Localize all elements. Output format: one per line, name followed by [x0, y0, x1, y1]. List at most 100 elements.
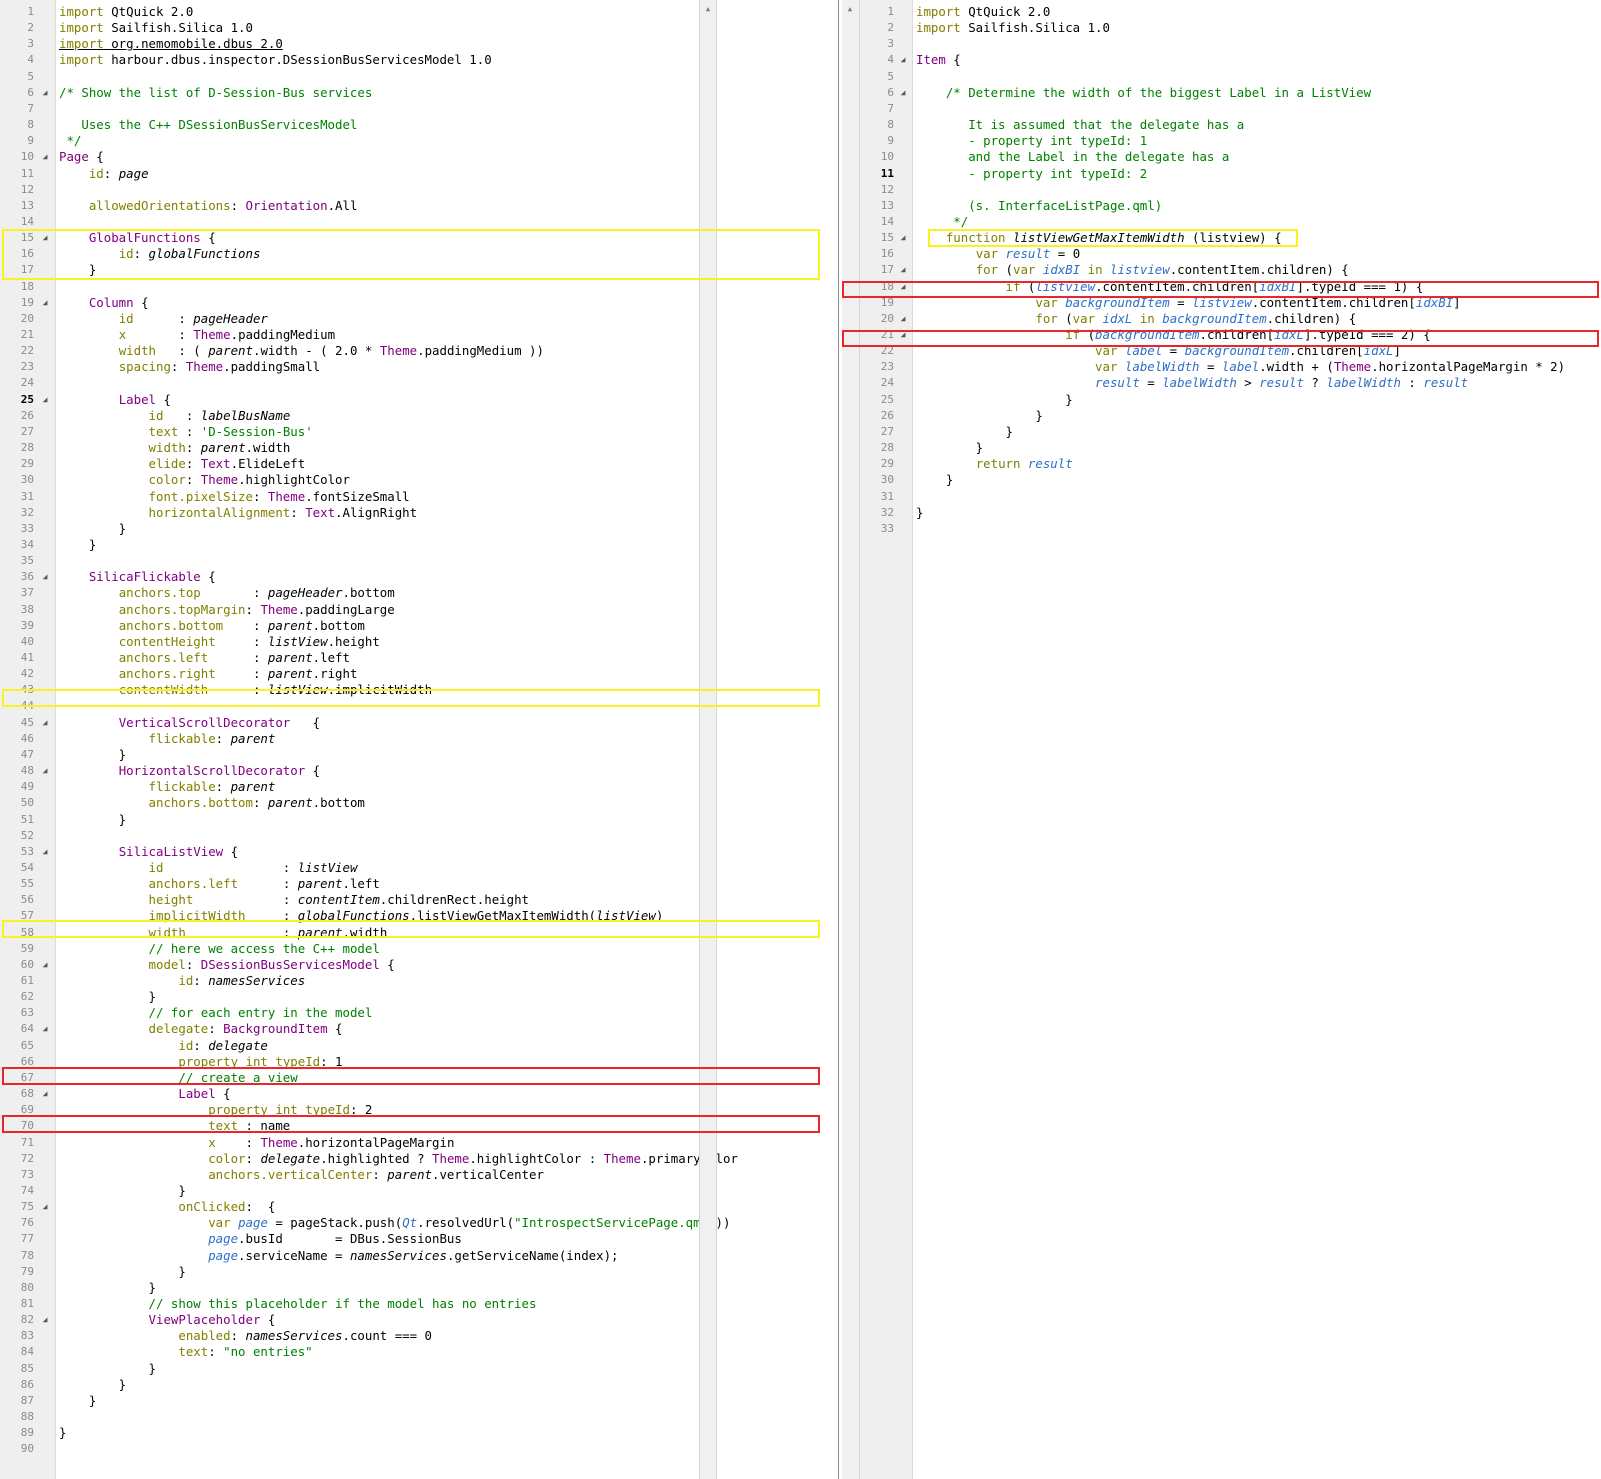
code-line[interactable]: 63 // for each entry in the model — [0, 1005, 838, 1021]
code-line[interactable]: 21◢ if (backgroundItem.children[idxL].ty… — [860, 327, 1601, 343]
code-line[interactable]: 16 var result = 0 — [860, 246, 1601, 262]
code-line[interactable]: 21 x : Theme.paddingMedium — [0, 327, 838, 343]
code-line[interactable]: 58 width : parent.width — [0, 925, 838, 941]
code-line[interactable]: 73 anchors.verticalCenter: parent.vertic… — [0, 1167, 838, 1183]
code-line[interactable]: 62 } — [0, 989, 838, 1005]
fold-toggle-icon[interactable]: ◢ — [900, 233, 906, 243]
code-line[interactable]: 53◢ SilicaListView { — [0, 844, 838, 860]
code-line[interactable]: 49 flickable: parent — [0, 779, 838, 795]
fold-toggle-icon[interactable]: ◢ — [42, 766, 48, 776]
code-line[interactable]: 9 - property int typeId: 1 — [860, 133, 1601, 149]
code-line[interactable]: 84 text: "no entries" — [0, 1344, 838, 1360]
code-line[interactable]: 18 — [0, 279, 838, 295]
code-line[interactable]: 60◢ model: DSessionBusServicesModel { — [0, 957, 838, 973]
fold-toggle-icon[interactable]: ◢ — [42, 846, 48, 856]
code-line[interactable]: 79 } — [0, 1264, 838, 1280]
code-line[interactable]: 57 implicitWidth : globalFunctions.listV… — [0, 908, 838, 924]
fold-toggle-icon[interactable]: ◢ — [42, 394, 48, 404]
code-line[interactable]: 19 var backgroundItem = listview.content… — [860, 295, 1601, 311]
code-line[interactable]: 36◢ SilicaFlickable { — [0, 569, 838, 585]
code-line[interactable]: 64◢ delegate: BackgroundItem { — [0, 1021, 838, 1037]
code-line[interactable]: 5 — [860, 69, 1601, 85]
code-line[interactable]: 32} — [860, 505, 1601, 521]
code-line[interactable]: 35 — [0, 553, 838, 569]
code-line[interactable]: 65 id: delegate — [0, 1038, 838, 1054]
editor-splitter[interactable] — [838, 0, 842, 1479]
code-line[interactable]: 14 */ — [860, 214, 1601, 230]
code-line[interactable]: 24 — [0, 375, 838, 391]
code-line[interactable]: 30 color: Theme.highlightColor — [0, 472, 838, 488]
code-line[interactable]: 69 property int typeId: 2 — [0, 1102, 838, 1118]
code-line[interactable]: 61 id: namesServices — [0, 973, 838, 989]
code-line[interactable]: 17◢ for (var idxBI in listview.contentIt… — [860, 262, 1601, 278]
code-line[interactable]: 75◢ onClicked: { — [0, 1199, 838, 1215]
code-line[interactable]: 81 // show this placeholder if the model… — [0, 1296, 838, 1312]
fold-toggle-icon[interactable]: ◢ — [42, 959, 48, 969]
fold-toggle-icon[interactable]: ◢ — [42, 1089, 48, 1099]
code-line[interactable]: 67 // create a view — [0, 1070, 838, 1086]
code-line[interactable]: 31 — [860, 489, 1601, 505]
code-line[interactable]: 13 (s. InterfaceListPage.qml) — [860, 198, 1601, 214]
right-vertical-scrollbar[interactable]: ▲ — [842, 0, 860, 1479]
code-line[interactable]: 86 } — [0, 1377, 838, 1393]
code-line[interactable]: 76 var page = pageStack.push(Qt.resolved… — [0, 1215, 838, 1231]
code-line[interactable]: 16 id: globalFunctions — [0, 246, 838, 262]
code-line[interactable]: 30 } — [860, 472, 1601, 488]
code-line[interactable]: 51 } — [0, 812, 838, 828]
code-line[interactable]: 52 — [0, 828, 838, 844]
scroll-up-arrow-icon[interactable]: ▲ — [705, 5, 711, 13]
fold-toggle-icon[interactable]: ◢ — [900, 281, 906, 291]
code-line[interactable]: 32 horizontalAlignment: Text.AlignRight — [0, 505, 838, 521]
fold-toggle-icon[interactable]: ◢ — [42, 717, 48, 727]
code-line[interactable]: 28 width: parent.width — [0, 440, 838, 456]
code-line[interactable]: 25 } — [860, 392, 1601, 408]
code-line[interactable]: 11 - property int typeId: 2 — [860, 166, 1601, 182]
code-line[interactable]: 39 anchors.bottom : parent.bottom — [0, 618, 838, 634]
code-line[interactable]: 19◢ Column { — [0, 295, 838, 311]
code-line[interactable]: 11 id: page — [0, 166, 838, 182]
code-line[interactable]: 9 */ — [0, 133, 838, 149]
code-line[interactable]: 6◢/* Show the list of D-Session-Bus serv… — [0, 85, 838, 101]
code-line[interactable]: 48◢ HorizontalScrollDecorator { — [0, 763, 838, 779]
fold-toggle-icon[interactable]: ◢ — [42, 1202, 48, 1212]
code-line[interactable]: 3 — [860, 36, 1601, 52]
code-line[interactable]: 15◢ function listViewGetMaxItemWidth (li… — [860, 230, 1601, 246]
code-line[interactable]: 77 page.busId = DBus.SessionBus — [0, 1231, 838, 1247]
code-line[interactable]: 25◢ Label { — [0, 392, 838, 408]
code-line[interactable]: 59 // here we access the C++ model — [0, 941, 838, 957]
fold-toggle-icon[interactable]: ◢ — [900, 87, 906, 97]
code-line[interactable]: 6◢ /* Determine the width of the biggest… — [860, 85, 1601, 101]
code-line[interactable]: 42 anchors.right : parent.right — [0, 666, 838, 682]
code-line[interactable]: 23 var labelWidth = label.width + (Theme… — [860, 359, 1601, 375]
code-line[interactable]: 78 page.serviceName = namesServices.getS… — [0, 1248, 838, 1264]
fold-toggle-icon[interactable]: ◢ — [900, 330, 906, 339]
code-line[interactable]: 55 anchors.left : parent.left — [0, 876, 838, 892]
code-line[interactable]: 8 It is assumed that the delegate has a — [860, 117, 1601, 133]
code-line[interactable]: 47 } — [0, 747, 838, 763]
code-line[interactable]: 20◢ for (var idxL in backgroundItem.chil… — [860, 311, 1601, 327]
code-line[interactable]: 74 } — [0, 1183, 838, 1199]
code-line[interactable]: 26 } — [860, 408, 1601, 424]
code-line[interactable]: 4◢Item { — [860, 52, 1601, 68]
code-line[interactable]: 29 elide: Text.ElideLeft — [0, 456, 838, 472]
fold-toggle-icon[interactable]: ◢ — [42, 233, 48, 243]
code-line[interactable]: 46 flickable: parent — [0, 731, 838, 747]
code-line[interactable]: 34 } — [0, 537, 838, 553]
fold-toggle-icon[interactable]: ◢ — [42, 87, 48, 97]
code-line[interactable]: 27 } — [860, 424, 1601, 440]
code-line[interactable]: 33 — [860, 521, 1601, 537]
code-line[interactable]: 70 text : name — [0, 1118, 838, 1134]
code-line[interactable]: 29 return result — [860, 456, 1601, 472]
code-line[interactable]: 90 — [0, 1441, 838, 1457]
code-line[interactable]: 41 anchors.left : parent.left — [0, 650, 838, 666]
code-line[interactable]: 83 enabled: namesServices.count === 0 — [0, 1328, 838, 1344]
code-line[interactable]: 7 — [0, 101, 838, 117]
code-line[interactable]: 12 — [0, 182, 838, 198]
